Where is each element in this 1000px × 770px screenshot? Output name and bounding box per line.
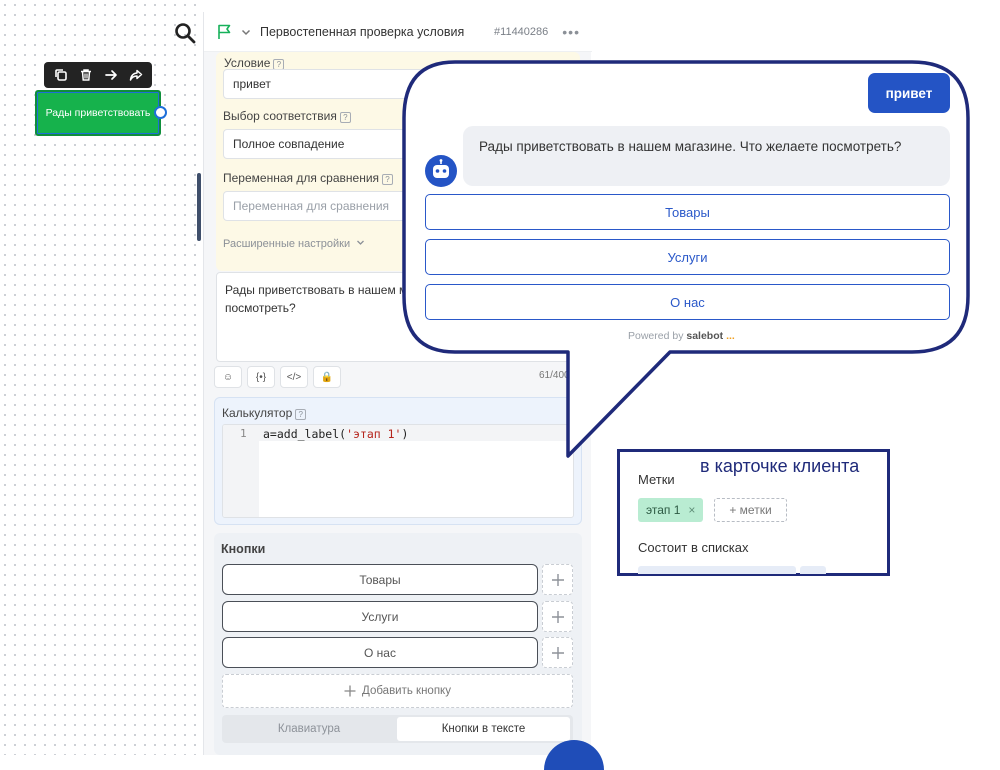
tags-label: Метки bbox=[638, 472, 675, 487]
help-icon[interactable]: ? bbox=[382, 174, 393, 185]
variable-icon[interactable]: {•} bbox=[247, 366, 275, 388]
code-prefix: a=add_label( bbox=[263, 427, 346, 441]
condition-input[interactable]: привет bbox=[223, 69, 573, 99]
list-item bbox=[638, 566, 796, 574]
canvas-scrollbar[interactable] bbox=[197, 173, 201, 241]
chat-button[interactable]: Товары bbox=[425, 194, 950, 230]
tag-label: этап 1 bbox=[646, 503, 680, 517]
chat-button[interactable]: Услуги bbox=[425, 239, 950, 275]
tag-badge: этап 1 × bbox=[638, 498, 703, 522]
node-label: Рады приветствовать bbox=[46, 107, 151, 119]
code-text[interactable]: a=add_label('этап 1') bbox=[263, 427, 408, 441]
powered-brand: salebot bbox=[686, 330, 723, 342]
code-icon[interactable]: </> bbox=[280, 366, 308, 388]
lists-label: Состоит в списках bbox=[638, 540, 749, 555]
close-icon[interactable]: × bbox=[688, 503, 695, 517]
chevron-down-icon bbox=[356, 238, 365, 247]
keyboard-button[interactable]: Товары bbox=[222, 564, 538, 595]
search-icon[interactable] bbox=[174, 22, 196, 44]
calculator-section: Калькулятор? 1 a=add_label('этап 1') bbox=[214, 397, 582, 525]
message-toolbar: ☺ {•} </> 🔒 bbox=[214, 366, 341, 388]
tab-keyboard[interactable]: Клавиатура bbox=[224, 717, 394, 741]
node-toolbar bbox=[44, 62, 152, 88]
plus-icon bbox=[344, 685, 356, 697]
add-button-label: Добавить кнопку bbox=[362, 685, 451, 697]
block-title[interactable]: Первостепенная проверка условия bbox=[260, 25, 494, 39]
chat-button[interactable]: О нас bbox=[425, 284, 950, 320]
variable-label-text: Переменная для сравнения bbox=[223, 171, 379, 185]
keyboard-button[interactable]: О нас bbox=[222, 637, 538, 668]
calculator-label: Калькулятор? bbox=[222, 406, 306, 420]
advanced-settings-label: Расширенные настройки bbox=[223, 238, 350, 250]
chevron-down-icon[interactable] bbox=[240, 26, 252, 38]
plus-icon[interactable] bbox=[542, 637, 573, 668]
share-icon[interactable] bbox=[125, 64, 147, 86]
powered-prefix: Powered by bbox=[628, 330, 683, 342]
list-item bbox=[800, 566, 826, 574]
flow-node[interactable]: Рады приветствовать bbox=[35, 90, 161, 136]
powered-dots: ... bbox=[726, 330, 735, 342]
add-button-button[interactable]: Добавить кнопку bbox=[222, 674, 573, 708]
block-id: #11440286 bbox=[494, 26, 548, 38]
line-number: 1 bbox=[240, 427, 247, 440]
more-icon[interactable]: ••• bbox=[562, 24, 580, 40]
tab-inline-buttons[interactable]: Кнопки в тексте bbox=[397, 717, 570, 741]
emoji-icon[interactable]: ☺ bbox=[214, 366, 242, 388]
flag-icon[interactable] bbox=[216, 23, 234, 41]
code-string: 'этап 1' bbox=[346, 427, 401, 441]
match-label-text: Выбор соответствия bbox=[223, 109, 337, 123]
arrow-right-icon[interactable] bbox=[100, 64, 122, 86]
buttons-label: Кнопки bbox=[221, 542, 265, 556]
user-message: привет bbox=[868, 73, 950, 113]
node-output-port[interactable] bbox=[154, 106, 167, 119]
variable-label: Переменная для сравнения? bbox=[223, 171, 393, 185]
trash-icon[interactable] bbox=[75, 64, 97, 86]
keyboard-button[interactable]: Услуги bbox=[222, 601, 538, 632]
lock-icon[interactable]: 🔒 bbox=[313, 366, 341, 388]
button-type-switch: Клавиатура Кнопки в тексте bbox=[222, 715, 573, 743]
powered-by: Powered by salebot ... bbox=[628, 330, 735, 342]
match-label: Выбор соответствия? bbox=[223, 109, 351, 123]
annotation-note: в карточке клиента bbox=[700, 456, 859, 477]
condition-label: Условие? bbox=[224, 56, 284, 70]
bot-message: Рады приветствовать в нашем магазине. Чт… bbox=[463, 126, 950, 186]
char-counter: 61/4000 bbox=[539, 370, 575, 381]
panel-header: Первостепенная проверка условия #1144028… bbox=[204, 12, 592, 52]
code-editor[interactable]: 1 a=add_label('этап 1') bbox=[222, 424, 574, 518]
plus-icon[interactable] bbox=[542, 601, 573, 632]
advanced-settings-toggle[interactable]: Расширенные настройки bbox=[223, 238, 365, 250]
help-icon[interactable]: ? bbox=[295, 409, 306, 420]
block-editor-panel: Первостепенная проверка условия #1144028… bbox=[203, 12, 591, 755]
code-suffix: ) bbox=[401, 427, 408, 441]
condition-label-text: Условие bbox=[224, 56, 270, 70]
copy-icon[interactable] bbox=[50, 64, 72, 86]
calculator-label-text: Калькулятор bbox=[222, 406, 292, 420]
bot-avatar-icon bbox=[425, 155, 457, 187]
buttons-section: Кнопки Товары Услуги О нас Добавить кноп… bbox=[214, 533, 582, 755]
help-icon[interactable]: ? bbox=[340, 112, 351, 123]
add-tag-button[interactable]: + метки bbox=[714, 498, 787, 522]
plus-icon[interactable] bbox=[542, 564, 573, 595]
